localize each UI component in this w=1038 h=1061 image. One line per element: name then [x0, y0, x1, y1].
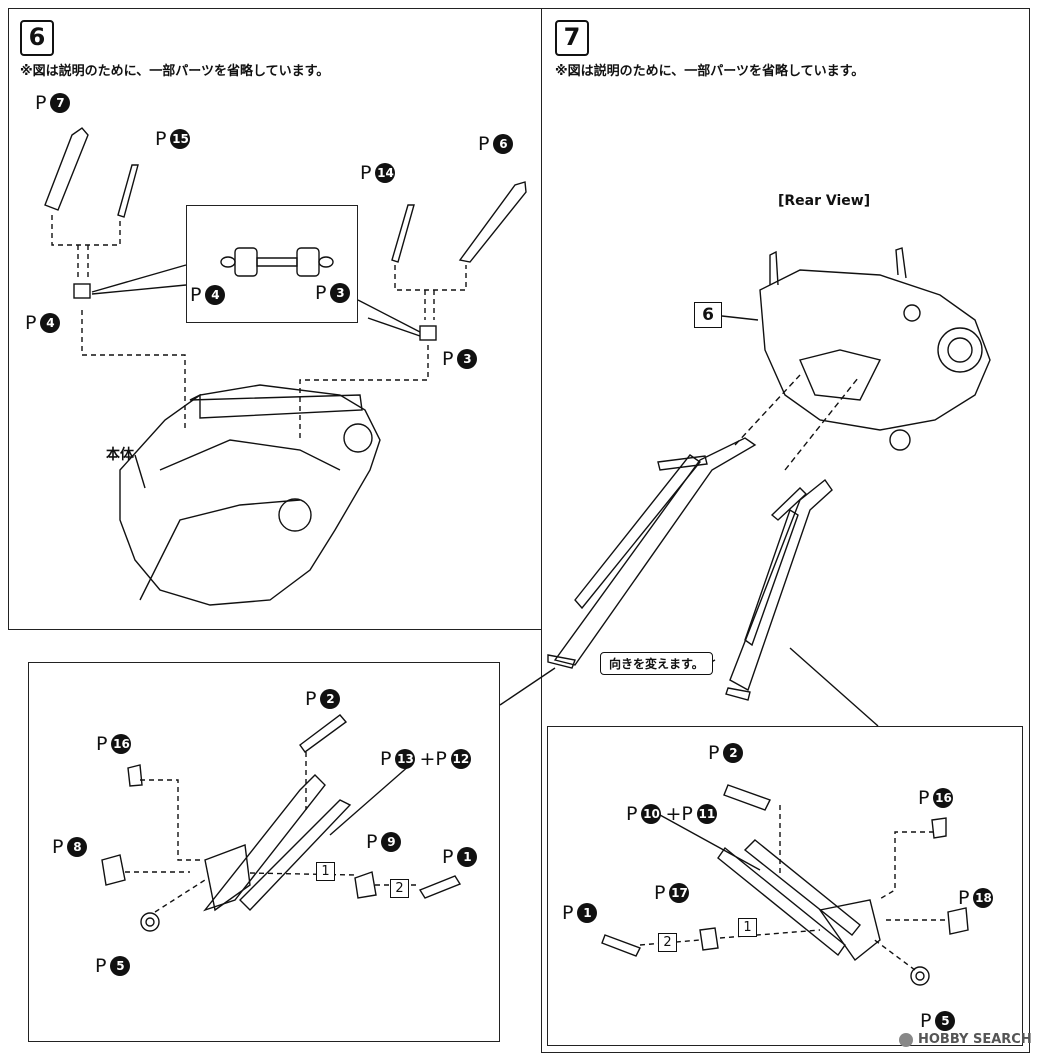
rear-view-label: [Rear View] [778, 193, 871, 209]
sub-left-order-2: 2 [390, 879, 409, 898]
part-ref-6: 6 [694, 302, 722, 328]
sub-left-order-1: 1 [316, 862, 335, 881]
body-label: 本体 [106, 447, 134, 463]
step-7-note: ※図は説明のために、一部パーツを省略しています。 [555, 64, 865, 79]
step-7-number: 7 [555, 20, 589, 56]
subassembly-right-panel [547, 726, 1023, 1046]
step-6-number: 6 [20, 20, 54, 56]
sub-right-order-1: 1 [738, 918, 757, 937]
watermark: HOBBY SEARCH [918, 1032, 1032, 1047]
step-6-note: ※図は説明のために、一部パーツを省略しています。 [20, 64, 330, 79]
orientation-note: 向きを変えます。 [600, 652, 713, 675]
sub-right-order-2: 2 [658, 933, 677, 952]
subassembly-left-panel [28, 662, 500, 1042]
